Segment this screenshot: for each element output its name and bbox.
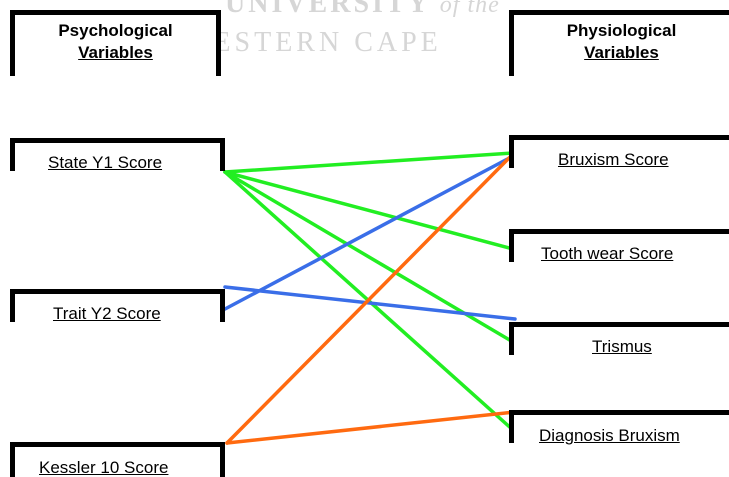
node-diagnosis-label: Diagnosis Bruxism xyxy=(539,426,680,445)
header-physiological-variables: Physiological Variables xyxy=(509,10,729,76)
line-kessler-diagnosis xyxy=(225,410,517,445)
node-tooth-wear-score: Tooth wear Score xyxy=(509,229,729,263)
node-trait-y2-score: Trait Y2 Score xyxy=(10,289,225,323)
header-right-line1: Physiological xyxy=(566,21,677,40)
line-kessler-bruxism xyxy=(225,152,515,445)
node-kessler-10-score: Kessler 10 Score xyxy=(10,442,225,477)
node-trismus-label: Trismus xyxy=(592,337,652,356)
header-left-line1: Psychological xyxy=(58,21,173,40)
header-right-line2: Variables xyxy=(584,43,659,62)
node-bruxism-label: Bruxism Score xyxy=(558,150,669,169)
node-kessler-label: Kessler 10 Score xyxy=(39,458,169,477)
node-state-y1-score: State Y1 Score xyxy=(10,138,225,172)
node-trismus: Trismus xyxy=(509,322,729,356)
node-state-label: State Y1 Score xyxy=(48,153,163,172)
node-bruxism-score: Bruxism Score xyxy=(509,135,729,169)
line-state-bruxism xyxy=(223,151,515,174)
line-state-toothwear xyxy=(223,170,515,251)
node-diagnosis-bruxism: Diagnosis Bruxism xyxy=(509,410,729,445)
line-trait-bruxism xyxy=(223,153,517,311)
line-trait-trismus xyxy=(223,285,517,321)
node-trait-label: Trait Y2 Score xyxy=(53,304,161,323)
header-left-line2: Variables xyxy=(78,43,153,62)
node-toothwear-label: Tooth wear Score xyxy=(541,244,674,263)
header-psychological-variables: Psychological Variables xyxy=(10,10,221,76)
